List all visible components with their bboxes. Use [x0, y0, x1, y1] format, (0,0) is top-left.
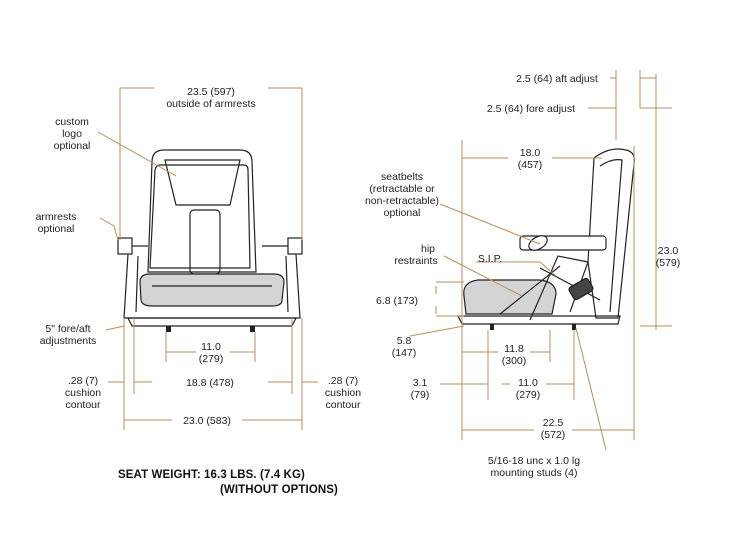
label-logo-3: optional [54, 140, 91, 152]
label-depth-11-0-1: 11.0 [518, 377, 538, 389]
label-cushion-left-1: .28 (7) [68, 375, 98, 387]
label-studs-2: mounting studs (4) [491, 467, 578, 479]
front-labels: 23.5 (597) outside of armrests custom lo… [36, 86, 362, 427]
label-cushion-right-3: contour [325, 399, 361, 411]
label-width-arm-note: outside of armrests [166, 98, 255, 110]
label-depth-22-5-2: (572) [541, 429, 566, 441]
side-dimension-lines [409, 70, 672, 451]
label-depth-11-8-2: (300) [502, 355, 527, 367]
front-dimension-lines [97, 87, 318, 430]
label-height-1: 23.0 [658, 245, 679, 257]
label-inner-width: 18.8 (478) [186, 377, 234, 389]
label-seatbelt-1: seatbelts [381, 171, 423, 183]
label-cushion-right-1: .28 (7) [328, 375, 358, 387]
label-studs-1: 5/16-18 unc x 1.0 lg [488, 455, 580, 467]
label-width-arm: 23.5 (597) [187, 86, 235, 98]
label-seatbelt-4: optional [384, 207, 421, 219]
label-armrests-2: optional [38, 223, 75, 235]
label-height-2: (579) [656, 257, 681, 269]
label-hip-2: restraints [394, 255, 437, 267]
label-seatbelt-2: (retractable or [369, 183, 435, 195]
label-height-5-8-1: 5.8 [397, 335, 412, 347]
label-depth-22-5-1: 22.5 [543, 417, 564, 429]
label-depth-1: 18.0 [520, 147, 541, 159]
label-fore-aft-2: adjustments [40, 335, 97, 347]
label-total-width: 23.0 (583) [183, 415, 231, 427]
label-fore-aft-1: 5" fore/aft [45, 323, 90, 335]
label-sip: S.I.P. [478, 253, 502, 265]
side-labels: 2.5 (64) aft adjust 2.5 (64) fore adjust… [365, 73, 680, 479]
front-view-seat [117, 149, 303, 332]
label-height-6-8: 6.8 (173) [376, 295, 418, 307]
label-height-5-8-2: (147) [392, 347, 417, 359]
label-depth-11-0-2: (279) [516, 389, 541, 401]
label-stud-width-2: (279) [199, 353, 224, 365]
label-armrests-1: armrests [36, 211, 77, 223]
label-fore-adjust: 2.5 (64) fore adjust [487, 103, 575, 115]
seat-weight-note: SEAT WEIGHT: 16.3 LBS. (7.4 KG) (WITHOUT… [118, 468, 338, 498]
label-aft-adjust: 2.5 (64) aft adjust [516, 73, 598, 85]
label-stud-width-1: 11.0 [201, 341, 221, 353]
label-logo-1: custom [55, 116, 89, 128]
label-cushion-left-2: cushion [65, 387, 101, 399]
label-cushion-right-2: cushion [325, 387, 361, 399]
label-logo-2: logo [62, 128, 82, 140]
label-depth-2: (457) [518, 159, 543, 171]
label-depth-11-8-1: 11.8 [504, 343, 524, 355]
label-depth-3-1-1: 3.1 [413, 377, 428, 389]
seat-weight: SEAT WEIGHT: 16.3 LBS. (7.4 KG) [118, 469, 305, 481]
side-view-seat [457, 148, 635, 330]
label-seatbelt-3: non-retractable) [365, 195, 439, 207]
label-cushion-left-3: contour [65, 399, 101, 411]
label-depth-3-1-2: (79) [411, 389, 430, 401]
label-hip-1: hip [421, 243, 435, 255]
without-options: (WITHOUT OPTIONS) [220, 484, 338, 496]
